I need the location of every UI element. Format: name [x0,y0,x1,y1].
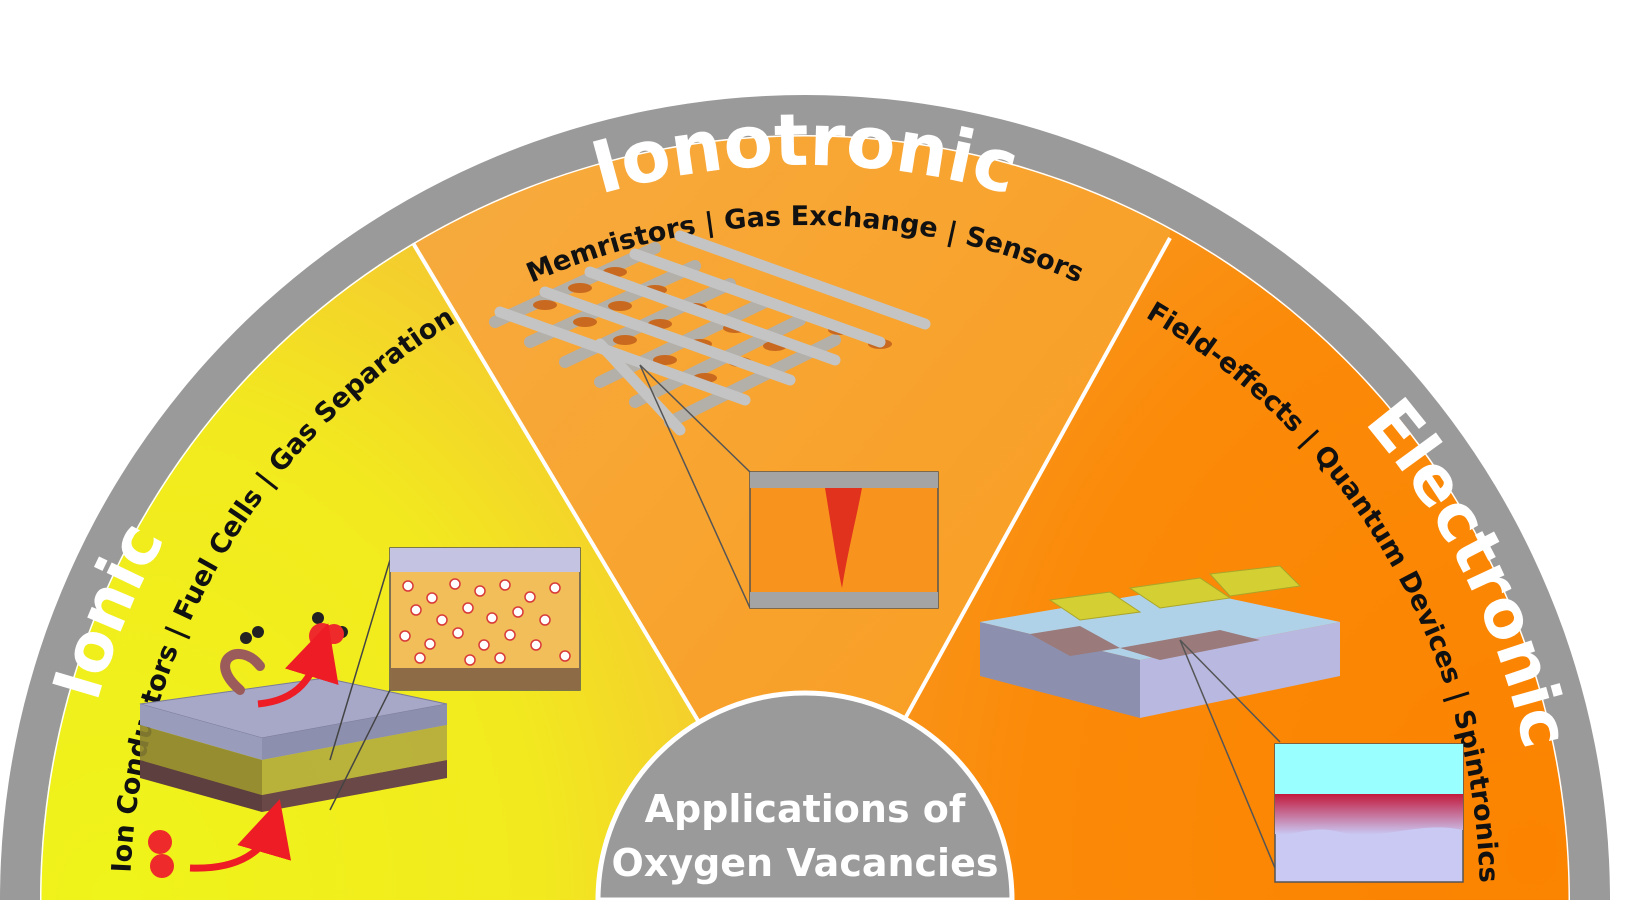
field-effect-device-illustration [980,565,1464,883]
arrow-oxygen-out [257,623,339,708]
inner-boundary [40,135,1570,900]
ionic-membrane-illustration [139,547,581,878]
interface-2deg-layer [1275,794,1463,835]
arrow-oxygen-in [189,799,292,872]
ionotronic-sector [410,135,1170,900]
center-semicircle [595,690,1015,903]
memristor-crossbar-illustration [489,230,939,609]
center-label-line2: Oxygen Vacancies [612,841,999,885]
center-label-line1: Applications of [645,787,966,831]
conductive-filament [825,488,862,588]
arrow-reaction-up [220,649,265,695]
oxygen-vacancy-circles [399,578,571,666]
